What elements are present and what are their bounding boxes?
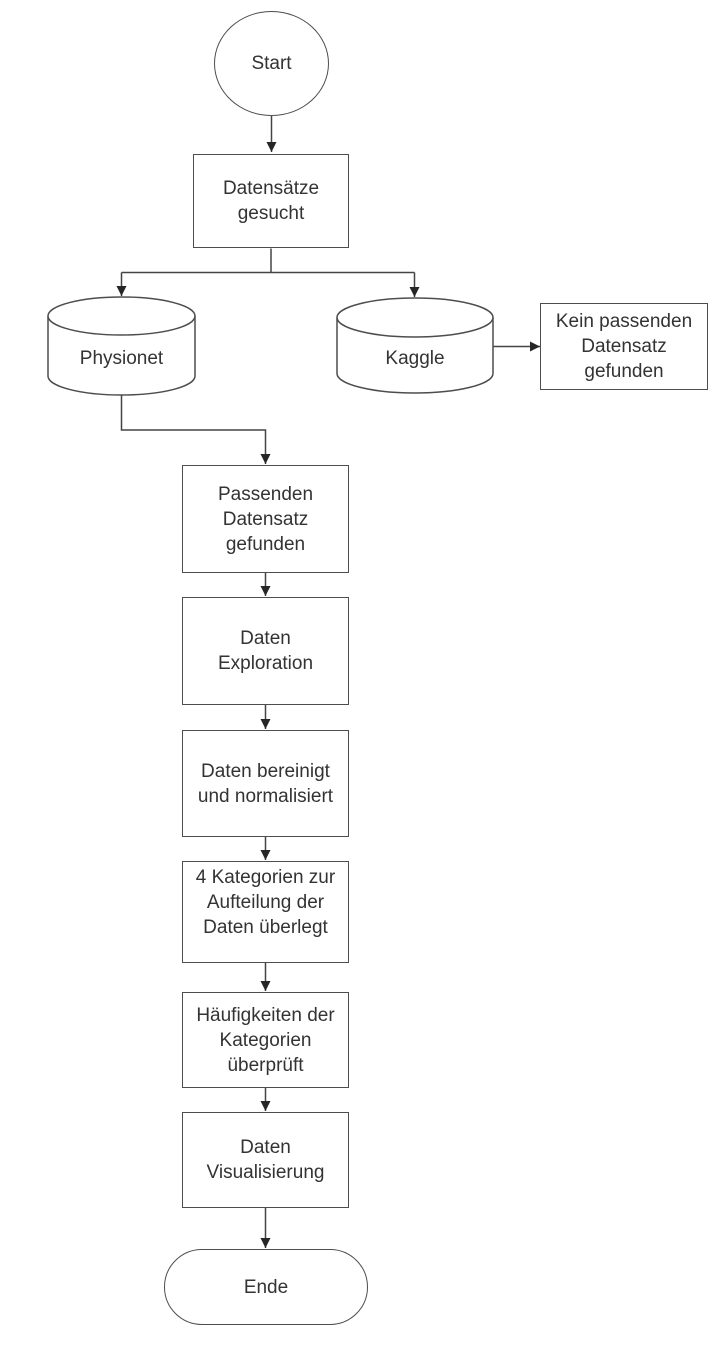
node-data-visualization: Daten Visualisierung	[182, 1112, 349, 1208]
node-four-categories: 4 Kategorien zur Aufteilung der Daten üb…	[182, 861, 349, 963]
node-physionet-label: Physionet	[79, 347, 164, 369]
node-kaggle-label: Kaggle	[385, 347, 445, 369]
database-shape-kaggle	[336, 297, 494, 394]
node-end-label: Ende	[243, 1276, 289, 1298]
node-data-exploration: Daten Exploration	[182, 597, 349, 705]
node-dataset-found-label: Passenden Datensatz gefunden	[217, 483, 314, 555]
node-dataset-found: Passenden Datensatz gefunden	[182, 465, 349, 573]
node-data-cleaned: Daten bereinigt und normalisiert	[182, 730, 349, 837]
node-data-exploration-label: Daten Exploration	[217, 628, 314, 674]
node-start-label: Start	[251, 53, 292, 74]
node-search-datasets-label: Datensätze gesucht	[222, 178, 320, 224]
node-no-dataset-found: Kein passenden Datensatz gefunden	[540, 303, 708, 390]
node-start: Start	[214, 11, 329, 116]
node-search-datasets: Datensätze gesucht	[193, 154, 349, 248]
database-shape-physionet	[47, 296, 196, 396]
node-data-cleaned-label: Daten bereinigt und normalisiert	[197, 760, 334, 807]
node-frequencies-checked-label: Häufigkeiten der Kategorien überprüft	[196, 1004, 335, 1076]
node-end: Ende	[164, 1249, 368, 1325]
node-data-visualization-label: Daten Visualisierung	[206, 1137, 325, 1183]
node-four-categories-label: 4 Kategorien zur Aufteilung der Daten üb…	[195, 867, 336, 938]
node-frequencies-checked: Häufigkeiten der Kategorien überprüft	[182, 992, 349, 1088]
node-no-dataset-found-label: Kein passenden Datensatz gefunden	[555, 311, 693, 382]
edge-physionet-to-dataset-found	[120, 394, 271, 464]
